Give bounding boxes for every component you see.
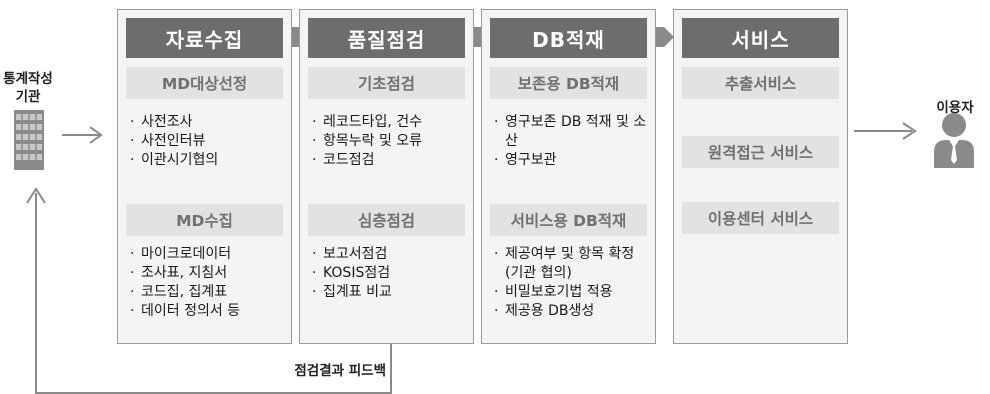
list-item: 영구보관 (494, 151, 651, 170)
user-label: 이용자 (936, 100, 974, 116)
item-list: 레코드타입, 건수 항목누락 및 오류 코드점검 (312, 113, 469, 170)
stage-panel-db-load: DB적재 보존용 DB적재 영구보존 DB 적재 및 소산 영구보관 서비스용 … (481, 9, 656, 344)
list-item: 영구보존 DB 적재 및 소산 (494, 113, 651, 151)
list-item: 코드집, 집계표 (130, 283, 287, 302)
group-header: MD수집 (126, 204, 283, 236)
item-list: 제공여부 및 항목 확정(기관 협의) 비밀보호기법 적용 제공용 DB생성 (494, 245, 651, 321)
list-item: 집계표 비교 (312, 283, 469, 302)
stage-title: 품질점검 (308, 18, 465, 58)
list-item: 항목누락 및 오류 (312, 132, 469, 151)
stage-panel-collection: 자료수집 MD대상선정 사전조사 사전인터뷰 이관시기협의 MD수집 마이크로데… (117, 9, 292, 344)
item-list: 보고서점검 KOSIS점검 집계표 비교 (312, 245, 469, 302)
feedback-label: 점검결과 피드백 (294, 363, 386, 379)
item-list: 마이크로데이터 조사표, 지침서 코드집, 집계표 데이터 정의서 등 (130, 245, 287, 321)
source-agency-label: 통계작성 기관 (3, 71, 53, 105)
user-icon (934, 113, 974, 168)
arrow-to-collection (62, 126, 103, 144)
stage-title: DB적재 (490, 18, 647, 58)
list-item: 이관시기협의 (130, 151, 287, 170)
list-item: 마이크로데이터 (130, 245, 287, 264)
item-list: 영구보존 DB 적재 및 소산 영구보관 (494, 113, 651, 170)
list-item: 레코드타입, 건수 (312, 113, 469, 132)
list-item: 데이터 정의서 등 (130, 302, 287, 321)
group-header: MD대상선정 (126, 67, 283, 99)
service-item: 원격접근 서비스 (682, 136, 839, 168)
service-item: 추출서비스 (682, 67, 839, 99)
group-header: 기초점검 (308, 67, 465, 99)
building-icon (14, 110, 44, 170)
feedback-loop (26, 187, 392, 394)
group-header: 서비스용 DB적재 (490, 204, 647, 236)
group-header: 보존용 DB적재 (490, 67, 647, 99)
list-item: KOSIS점검 (312, 264, 469, 283)
stage-panel-service: 서비스 추출서비스 원격접근 서비스 이용센터 서비스 (673, 9, 848, 344)
stage-title: 서비스 (682, 18, 839, 58)
item-list: 사전조사 사전인터뷰 이관시기협의 (130, 113, 287, 170)
stage-title: 자료수집 (126, 18, 283, 58)
list-item: 조사표, 지침서 (130, 264, 287, 283)
group-header: 심층점검 (308, 204, 465, 236)
list-item: 제공용 DB생성 (494, 302, 651, 321)
list-item: 제공여부 및 항목 확정(기관 협의) (494, 245, 651, 283)
list-item: 사전조사 (130, 113, 287, 132)
list-item: 비밀보호기법 적용 (494, 283, 651, 302)
list-item: 코드점검 (312, 151, 469, 170)
list-item: 사전인터뷰 (130, 132, 287, 151)
arrow-to-user (854, 122, 917, 140)
list-item: 보고서점검 (312, 245, 469, 264)
stage-panel-quality: 품질점검 기초점검 레코드타입, 건수 항목누락 및 오류 코드점검 심층점검 … (299, 9, 474, 344)
service-item: 이용센터 서비스 (682, 202, 839, 234)
